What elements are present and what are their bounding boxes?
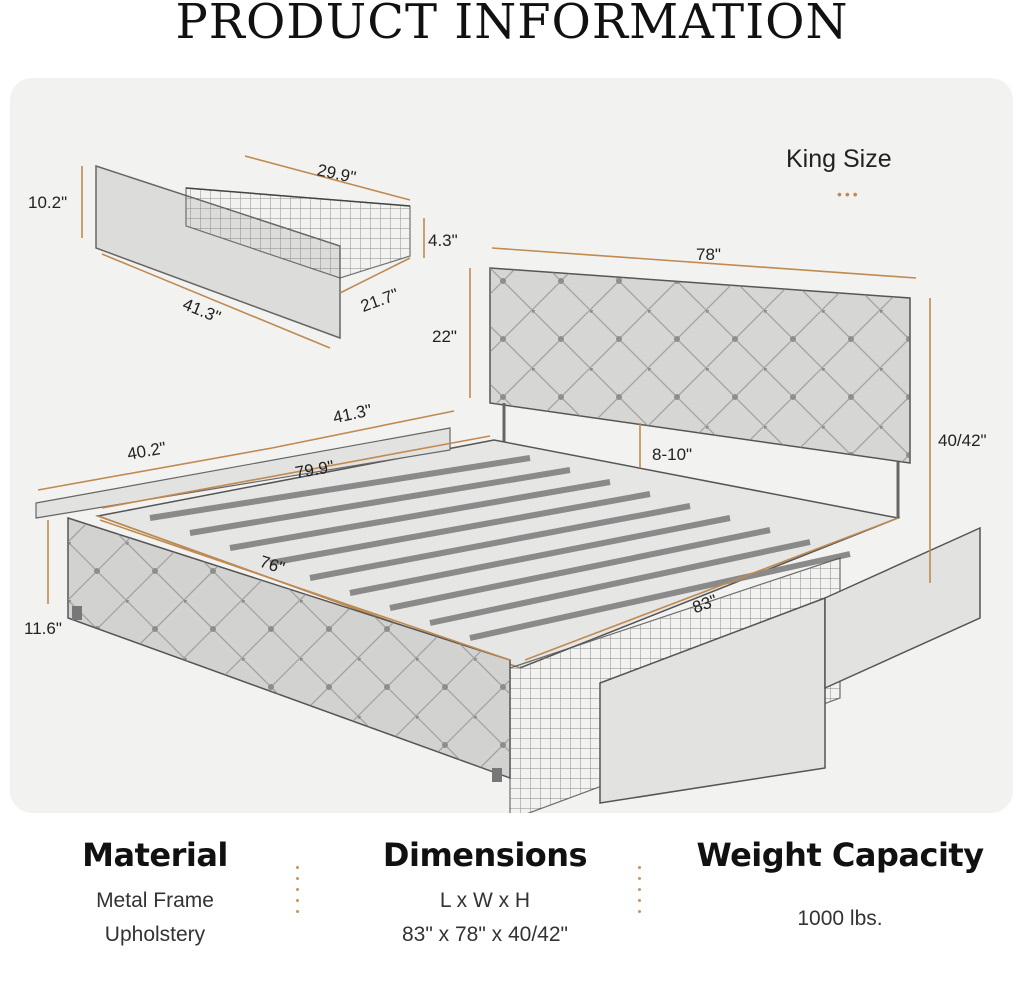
dim-side-drawer-length: 41.3" xyxy=(331,401,373,428)
spec-material-line-2: Upholstery xyxy=(104,923,206,946)
dim-drawer-inner-length: 29.9" xyxy=(315,160,357,187)
spec-material-heading: Material xyxy=(82,836,228,874)
spec-dimensions-heading: Dimensions xyxy=(382,836,588,874)
spec-weight-line-1: 1000 lbs. xyxy=(797,907,883,930)
side-drawers xyxy=(35,427,981,813)
dim-drawer-height: 10.2" xyxy=(28,193,67,212)
spec-dimensions-line-1: L x W x H xyxy=(439,889,531,912)
dim-headboard-height: 22" xyxy=(432,327,457,346)
page-title: PRODUCT INFORMATION xyxy=(175,0,849,50)
spec-separator xyxy=(294,866,300,926)
spec-weight-heading: Weight Capacity xyxy=(696,836,984,874)
dim-side-drawer-length-2: 40.2" xyxy=(126,438,168,464)
dim-headboard-adjust: 8-10" xyxy=(652,445,692,464)
dim-headboard-width: 78" xyxy=(696,245,721,264)
dimension-lines xyxy=(37,155,931,661)
size-label-dots: ••• xyxy=(837,186,861,202)
footboard xyxy=(67,516,511,782)
dim-drawer-inner-height: 4.3" xyxy=(428,231,458,250)
dim-side-height: 11.6" xyxy=(24,619,62,638)
spec-material-line-1: Metal Frame xyxy=(96,889,214,912)
headboard xyxy=(489,267,911,518)
spec-dimensions: Dimensions L x W x H 83" x 78" x 40/42" xyxy=(340,836,630,952)
spec-material: Material Metal Frame Upholstery xyxy=(40,836,270,952)
dim-drawer-length: 41.3" xyxy=(180,295,223,327)
dim-total-height: 40/42" xyxy=(938,431,987,450)
size-label: King Size xyxy=(786,145,892,173)
bed-illustration: 10.2" 41.3" 29.9" 4.3" 21.7" 78" 22" 40/… xyxy=(24,155,987,813)
spec-separator xyxy=(636,866,642,926)
dim-drawer-depth: 21.7" xyxy=(358,285,401,316)
spec-weight-capacity: Weight Capacity 1000 lbs. xyxy=(670,836,1010,936)
product-diagram-panel: 10.2" 41.3" 29.9" 4.3" 21.7" 78" 22" 40/… xyxy=(10,78,1013,813)
spec-dimensions-line-2: 83" x 78" x 40/42" xyxy=(402,923,568,946)
loose-drawer xyxy=(95,164,411,340)
